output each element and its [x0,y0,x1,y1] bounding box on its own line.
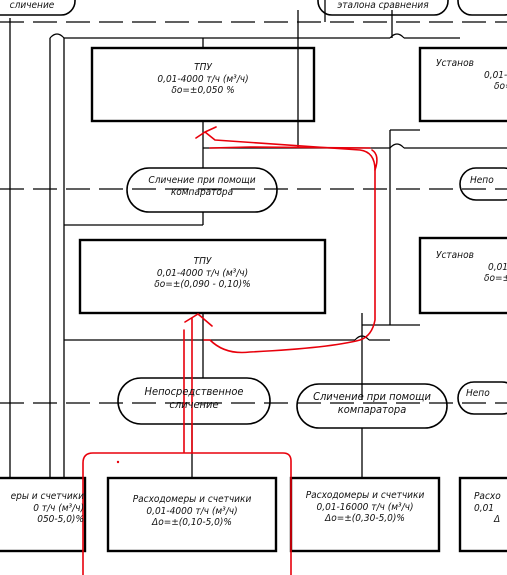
tpu-top-title: ТПУ [194,62,212,73]
right-mid-pill-label: Непо [470,175,494,186]
pill-comparator-upper-text: Сличение при помощи компаратора [127,175,277,198]
pill-direct-text: Непосредственное сличение [118,385,270,411]
annotation-arrow-to-tpu-top [195,126,376,354]
box-meters-a-text: Расходомеры и счетчики 0,01-4000 т/ч (м³… [108,494,276,529]
pill-top-left-text: сличение [9,0,55,11]
left-partial-line2: 0 т/ч (м³/ч) [33,502,84,514]
left-partial-line1: еры и счетчики [10,491,84,502]
meters-a-line1: Расходомеры и счетчики [132,494,252,505]
box-right-top [418,46,507,123]
tpu-mid-title: ТПУ [193,256,212,267]
meters-b-line3: Δо=±(0,30-5,0)% [325,513,405,524]
pill-top-mid-text: эталона сравнения [337,0,429,11]
meters-a-line2: 0,01-4000 т/ч (м³/ч) [146,505,238,517]
pill-comparator-lower [296,383,448,429]
pill-direct [117,377,271,425]
tpu-mid-range: 0,01-4000 т/ч (м³/ч) [156,267,249,279]
direct-line2: сличение [169,397,219,411]
pill-right-low [457,381,507,415]
right-top-accuracy: δо= [494,81,507,92]
annotation-arrow-to-tpu-mid [183,313,213,453]
pill-comparator-lower-text: Сличение при помощи компаратора [297,390,447,416]
box-meters-a [106,476,278,553]
pill-top-mid-label: эталона сравнения [320,0,446,12]
right-top-range: 0,01- [484,69,507,81]
right-partial-line2: 0,01 [474,502,495,514]
right-partial-line3: Δ [494,514,501,525]
pill-comparator-upper [126,167,278,213]
pill-right-mid [459,167,507,201]
annotation-dot [116,460,120,464]
box-meters-b-text: Расходомеры и счетчики 0,01-16000 т/ч (м… [291,490,439,525]
box-tpu-mid-text: ТПУ 0,01-4000 т/ч (м³/ч) δо=±(0,090 - 0,… [80,256,325,291]
comparator-upper-line2: компаратора [170,186,234,198]
tpu-mid-accuracy: δо=±(0,090 - 0,10)% [154,279,251,290]
tpu-top-range: 0,01-4000 т/ч (м³/ч) [157,73,249,85]
meters-b-line1: Расходомеры и счетчики [305,490,425,501]
pill-top-mid [317,0,449,16]
right-mid-accuracy: δо=± [484,273,507,284]
box-left-partial-text: еры и счетчики 0 т/ч (м³/ч) 050-5,0)% [0,491,84,526]
comparator-lower-line1: Сличение при помощи [313,390,431,403]
meters-b-line2: 0,01-16000 т/ч (м³/ч) [316,501,414,513]
pill-top-right [457,0,507,16]
comparator-lower-line2: компаратора [337,402,407,416]
right-low-pill-label: Непо [466,388,490,399]
right-top-title: Установ [436,58,474,69]
right-mid-title: Установ [436,250,474,261]
box-tpu-top-text: ТПУ 0,01-4000 т/ч (м³/ч) δо=±0,050 % [92,62,314,97]
right-partial-line1: Расхо [474,491,501,502]
direct-line1: Непосредственное [144,385,244,398]
box-right-partial-text: Расхо 0,01 Δ [474,491,507,526]
tpu-top-accuracy: δо=±0,050 % [171,85,235,96]
left-partial-line3: 050-5,0)% [37,514,84,525]
pill-right-mid-text: Непо [470,175,507,187]
box-right-partial [458,476,507,553]
pill-top-left [0,0,76,16]
comparator-upper-line1: Сличение при помощи [148,175,256,186]
box-right-top-text: Установ 0,01- δо= [420,58,507,93]
box-left-partial [0,476,87,553]
annotation-highlight-frame [82,452,292,575]
box-right-mid-text: Установ 0,01 δо=± [420,250,507,285]
right-mid-range: 0,01 [488,261,507,273]
pill-top-left-label: сличение [0,0,70,12]
pill-right-low-text: Непо [466,388,507,400]
box-right-mid [418,236,507,315]
meters-a-line3: Δо=±(0,10-5,0)% [152,517,232,528]
